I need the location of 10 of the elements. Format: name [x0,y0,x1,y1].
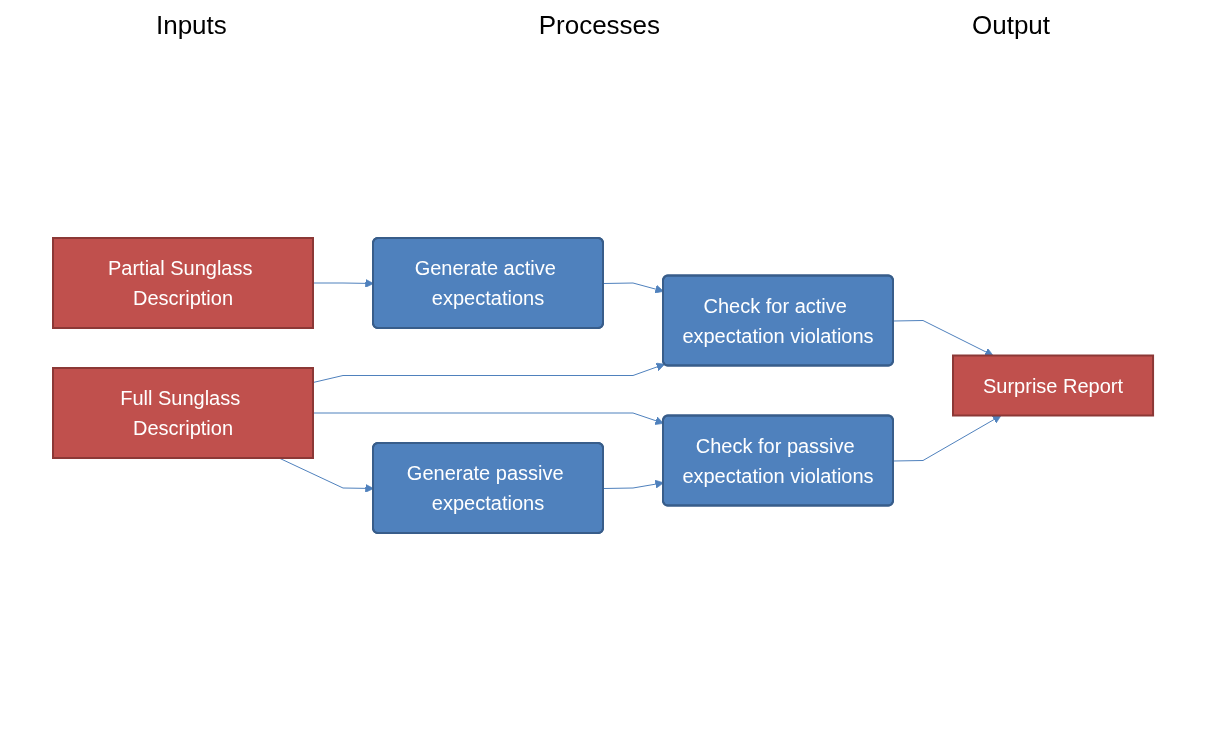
node-box: Partial Sunglass Description [51,236,314,329]
column-heading: Inputs [155,9,227,41]
node-box: Full Sunglass Description [51,366,314,459]
arrow [892,414,1002,461]
column-heading: Processes [538,9,661,41]
arrow [312,362,665,383]
arrow [892,319,994,356]
arrow [312,412,664,425]
node-box: Surprise Report [951,354,1155,416]
column-heading: Output [972,9,1051,41]
